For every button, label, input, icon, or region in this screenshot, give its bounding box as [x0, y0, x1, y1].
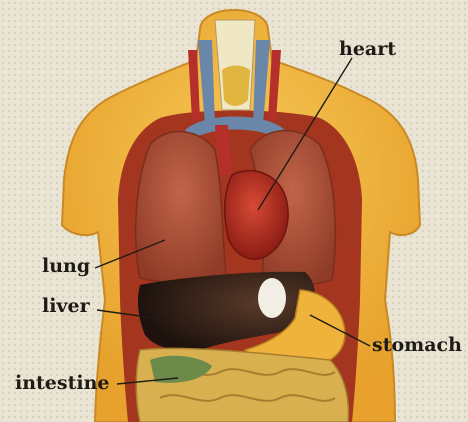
intestine-label: intestine: [15, 374, 110, 393]
lung-label: lung: [42, 257, 90, 276]
liver-label: liver: [42, 297, 90, 316]
thyroid: [222, 66, 250, 107]
heart-organ: [225, 171, 288, 259]
liver-highlight: [258, 278, 286, 318]
heart-label: heart: [339, 40, 396, 59]
left-lung: [136, 132, 226, 283]
stomach-label: stomach: [372, 336, 462, 355]
